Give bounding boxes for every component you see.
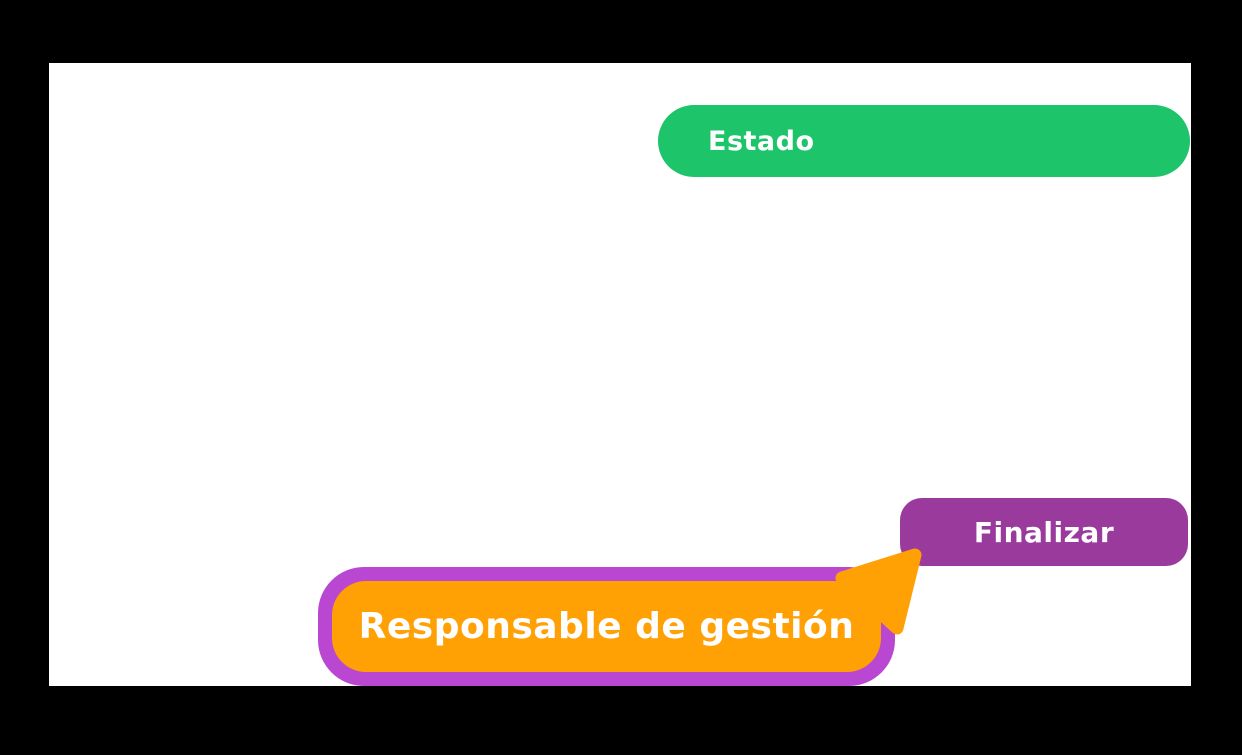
estado-button[interactable]: Estado bbox=[658, 105, 1190, 177]
responsable-button-label: Responsable de gestión bbox=[358, 606, 855, 647]
finalizar-button[interactable]: Finalizar bbox=[900, 498, 1188, 566]
finalizar-button-label: Finalizar bbox=[973, 515, 1115, 549]
responsable-button[interactable]: Responsable de gestión bbox=[332, 581, 881, 672]
estado-button-label: Estado bbox=[708, 125, 815, 157]
responsable-selection-outline: Responsable de gestión bbox=[318, 567, 895, 686]
